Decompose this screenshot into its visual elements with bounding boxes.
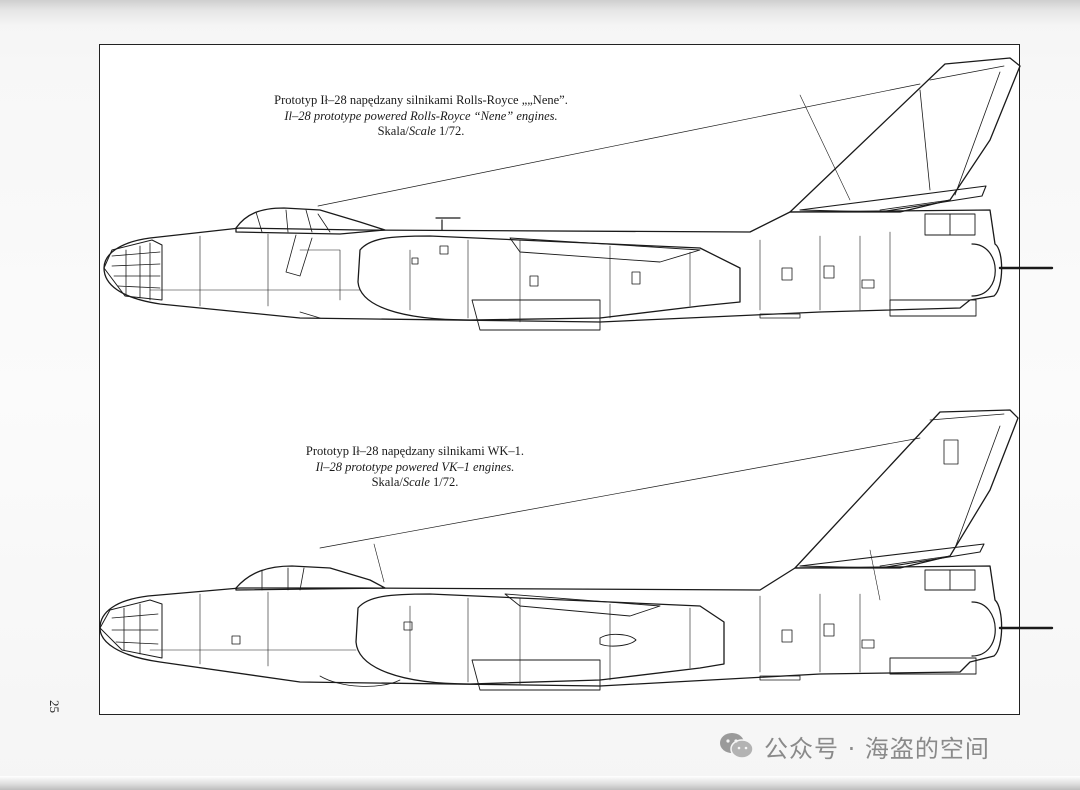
antenna-mast xyxy=(435,217,461,231)
leader-line xyxy=(869,549,881,601)
cockpit-canopy xyxy=(235,565,386,591)
leader-line xyxy=(317,83,921,207)
watermark-text: 公众号 · 海盗的空间 xyxy=(764,734,990,763)
fuselage-outline xyxy=(99,565,1003,687)
scale-value: 1/72. xyxy=(435,124,465,138)
drawing-frame xyxy=(99,44,1020,715)
page-number: 25 xyxy=(47,700,62,713)
aircraft-vk1-side-view xyxy=(99,409,1054,691)
caption-scale: Skala/Scale 1/72. xyxy=(230,475,600,491)
caption-english: Il–28 prototype powered VK–1 engines. xyxy=(315,459,515,474)
cockpit-canopy xyxy=(235,207,386,235)
horizontal-stabilizer xyxy=(799,185,987,213)
watermark: 公众号 · 海盗的空间 xyxy=(718,728,990,764)
scale-label-pl: Skala/ xyxy=(371,475,403,489)
caption-vk1: Prototyp Ił–28 napędzany silnikami WK–1.… xyxy=(230,444,600,491)
leader-line xyxy=(799,94,851,201)
fuselage-outline xyxy=(103,209,1003,323)
vertical-fin xyxy=(794,409,1019,569)
caption-english: Il–28 prototype powered Rolls-Royce “Nen… xyxy=(284,108,558,123)
scale-label-en: Scale xyxy=(408,124,436,138)
page-bottom-edge xyxy=(0,776,1080,790)
tail-turret xyxy=(971,601,996,657)
scale-value: 1/72. xyxy=(429,475,459,489)
caption-polish: Prototyp Ił–28 napędzany silnikami Rolls… xyxy=(274,93,568,107)
vertical-fin xyxy=(789,57,1021,213)
caption-polish: Prototyp Ił–28 napędzany silnikami WK–1. xyxy=(305,444,525,458)
scale-label-pl: Skala/ xyxy=(377,124,409,138)
aircraft-nene-side-view xyxy=(103,57,1054,331)
nose-glazing xyxy=(103,239,163,301)
caption-scale: Skala/Scale 1/72. xyxy=(236,124,606,140)
leader-line xyxy=(319,437,921,549)
caption-nene: Prototyp Ił–28 napędzany silnikami Rolls… xyxy=(236,93,606,140)
scale-label-en: Scale xyxy=(402,475,430,489)
wechat-icon xyxy=(720,733,754,759)
nose-glazing xyxy=(99,599,163,659)
horizontal-stabilizer xyxy=(799,543,985,569)
page-top-shadow xyxy=(0,0,1080,26)
tail-turret xyxy=(971,243,996,297)
